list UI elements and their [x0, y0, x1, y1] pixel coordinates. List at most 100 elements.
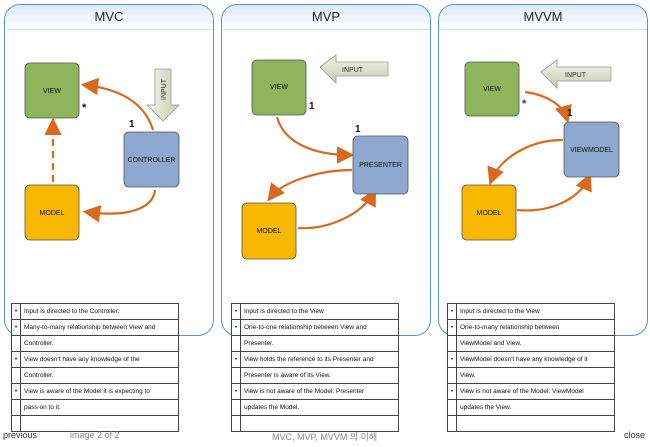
note-text: updates the Model.	[240, 399, 399, 416]
note-text	[20, 415, 179, 432]
controller-to-model-arrow	[82, 189, 157, 223]
note-row: •One-to-many relationship between	[447, 319, 615, 336]
view-to-viewmodel-arrow	[524, 90, 572, 124]
input-arrow	[540, 59, 612, 89]
note-row	[11, 415, 179, 432]
note-row: View.	[447, 367, 615, 384]
note-bullet	[447, 415, 457, 432]
multiplicity-star: *	[82, 102, 87, 114]
note-text: ViewModel and View.	[456, 335, 615, 352]
mvc-panel: INPUT VIEW CONTROLLER MODEL * 1 MVC	[4, 4, 214, 336]
mvvm-diagram: INPUT VIEW VIEWMODEL MODEL * 1	[461, 59, 620, 241]
note-row: Controller.	[11, 335, 179, 352]
note-text: View.	[456, 367, 615, 384]
note-bullet	[447, 399, 457, 416]
note-bullet	[11, 399, 21, 416]
note-bullet: •	[11, 351, 21, 368]
mvc-diagram: INPUT VIEW CONTROLLER MODEL * 1	[24, 62, 180, 241]
note-row: Presenter.	[231, 335, 399, 352]
viewmodel-to-model-arrow	[487, 138, 564, 186]
controller-to-view-arrow	[80, 77, 155, 131]
note-bullet	[11, 335, 21, 352]
input-label: INPUT	[342, 67, 364, 74]
note-text: View is not aware of the Model. Presente…	[240, 383, 399, 400]
note-text: updates the View.	[456, 399, 615, 416]
note-row: updates the View.	[447, 399, 615, 416]
note-text	[456, 415, 615, 432]
note-text: Many-to-many relationship between View a…	[20, 319, 179, 336]
input-arrow	[146, 68, 180, 122]
note-bullet: •	[11, 319, 21, 336]
viewmodel-box	[563, 121, 620, 178]
input-arrow	[319, 54, 389, 84]
note-row: updates the Model.	[231, 399, 399, 416]
view-box	[24, 62, 80, 119]
note-bullet	[231, 415, 241, 432]
note-row	[231, 415, 399, 432]
view-box	[251, 59, 307, 116]
note-row: Controller.	[11, 367, 179, 384]
note-text: pass on to it.	[20, 399, 179, 416]
mvp-notes-table: •Input is directed to the View•One-to-on…	[231, 303, 399, 432]
mvvm-panel: INPUT VIEW VIEWMODEL MODEL * 1 MVVM	[438, 4, 648, 336]
note-row: •Input is directed to the Controller.	[11, 303, 179, 320]
note-row: •View holds the reference to its Present…	[231, 351, 399, 368]
note-bullet: •	[11, 383, 21, 400]
presenter-box-label: PRESENTER	[359, 162, 402, 169]
view-box-label: VIEW	[270, 84, 288, 91]
model-box-label: MODEL	[40, 210, 65, 217]
note-row: •View is not aware of the Model. Present…	[231, 383, 399, 400]
note-row: •One-to-one relationship between View an…	[231, 319, 399, 336]
note-text: Controller.	[20, 335, 179, 352]
note-text: View is aware of the Model it is expecti…	[20, 383, 179, 400]
multiplicity-one-presenter: 1	[355, 124, 361, 135]
mvvm-title: MVVM	[439, 5, 647, 30]
note-row: •Input is directed to the View	[231, 303, 399, 320]
previous-link[interactable]: previous	[3, 430, 38, 440]
note-bullet	[447, 367, 457, 384]
note-bullet	[447, 335, 457, 352]
note-text: View doesn't have any knowledge of the	[20, 351, 179, 368]
note-text: One-to-many relationship between	[456, 319, 615, 336]
note-bullet: •	[231, 319, 241, 336]
view-to-presenter-arrow	[275, 116, 355, 164]
mvc-notes-table: •Input is directed to the Controller.•Ma…	[11, 303, 179, 432]
controller-box	[123, 131, 180, 188]
close-link[interactable]: close	[624, 430, 646, 440]
view-box	[464, 61, 520, 117]
model-box	[461, 184, 517, 241]
note-bullet: •	[231, 351, 241, 368]
presenter-box	[352, 135, 409, 195]
note-bullet: •	[231, 383, 241, 400]
note-bullet: •	[447, 319, 457, 336]
model-box-label: MODEL	[477, 210, 502, 217]
mvvm-notes-table: •Input is directed to the View•One-to-ma…	[447, 303, 615, 432]
note-bullet: •	[447, 303, 457, 320]
note-bullet	[231, 399, 241, 416]
note-row: •ViewModel doesn't have any knowledge of…	[447, 351, 615, 368]
note-text: ViewModel doesn't have any knowledge of …	[456, 351, 615, 368]
note-bullet	[231, 367, 241, 384]
note-row: •View is not aware of the Model. ViewMod…	[447, 383, 615, 400]
note-text: View holds the reference to its Presente…	[240, 351, 399, 368]
note-row: •View is aware of the Model it is expect…	[11, 383, 179, 400]
note-row: •Input is directed to the View	[447, 303, 615, 320]
note-text: Controller.	[20, 367, 179, 384]
note-text: View is not aware of the Model. ViewMode…	[456, 383, 615, 400]
note-text: One-to-one relationship between View and	[240, 319, 399, 336]
note-text	[240, 415, 399, 432]
note-text: Presenter is aware of its View.	[240, 367, 399, 384]
note-row: •View doesn't have any knowledge of the	[11, 351, 179, 368]
note-row	[447, 415, 615, 432]
input-label: INPUT	[161, 78, 168, 100]
mvp-panel: INPUT VIEW PRESENTER MODEL 1 1 MVP	[221, 4, 431, 336]
input-label: INPUT	[565, 72, 587, 79]
model-to-viewmodel-arrow	[516, 172, 592, 212]
image-caption: MVC, MVP, MVVM 의 이해	[272, 432, 378, 442]
model-box-label: MODEL	[257, 228, 282, 235]
note-row: Presenter is aware of its View.	[231, 367, 399, 384]
note-bullet: •	[447, 351, 457, 368]
note-row: pass on to it.	[11, 399, 179, 416]
note-bullet: •	[11, 303, 21, 320]
note-text: Presenter.	[240, 335, 399, 352]
